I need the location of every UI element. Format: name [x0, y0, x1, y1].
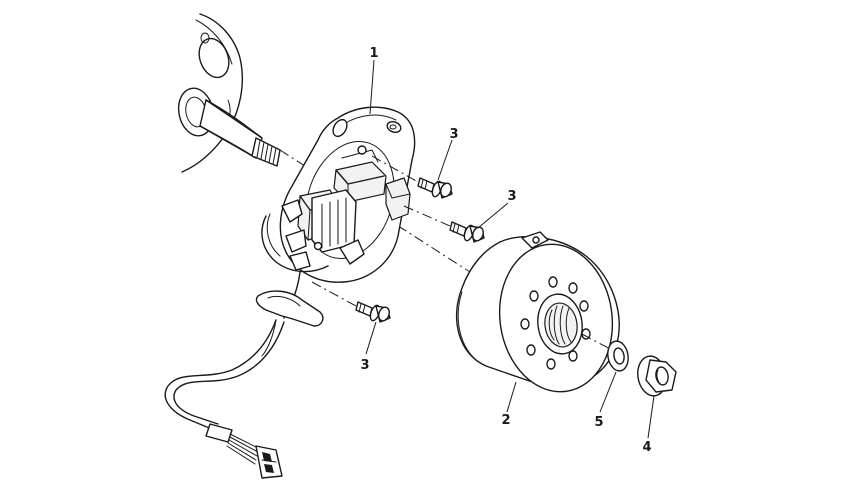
callout-label-2: 2 — [501, 413, 510, 428]
callout-label-3-lower: 3 — [360, 358, 369, 373]
screw-lower-axis — [311, 281, 357, 307]
hub-axis-line — [581, 333, 613, 351]
crankshaft-thread — [251, 137, 281, 167]
screw-middle-axis — [403, 205, 451, 227]
callout-label-5: 5 — [594, 415, 603, 430]
callout-label-1: 1 — [369, 46, 378, 61]
stator-wire-harness — [164, 271, 324, 465]
flange-nut — [637, 355, 677, 397]
screw-upper — [417, 177, 453, 199]
screw-middle — [449, 221, 485, 243]
flywheel-rotor — [455, 231, 620, 393]
washer — [607, 340, 629, 372]
stator-assembly — [261, 106, 416, 283]
screw-lower — [355, 301, 391, 323]
crankshaft — [177, 87, 281, 167]
callout-label-4: 4 — [642, 440, 651, 455]
callout-label-3-upper: 3 — [449, 127, 458, 142]
callout-label-3-middle: 3 — [507, 189, 516, 204]
center-axis-line — [279, 149, 471, 273]
wire-connector — [255, 445, 283, 479]
callout-leaders — [365, 59, 655, 439]
screw-upper-axis — [371, 155, 419, 183]
